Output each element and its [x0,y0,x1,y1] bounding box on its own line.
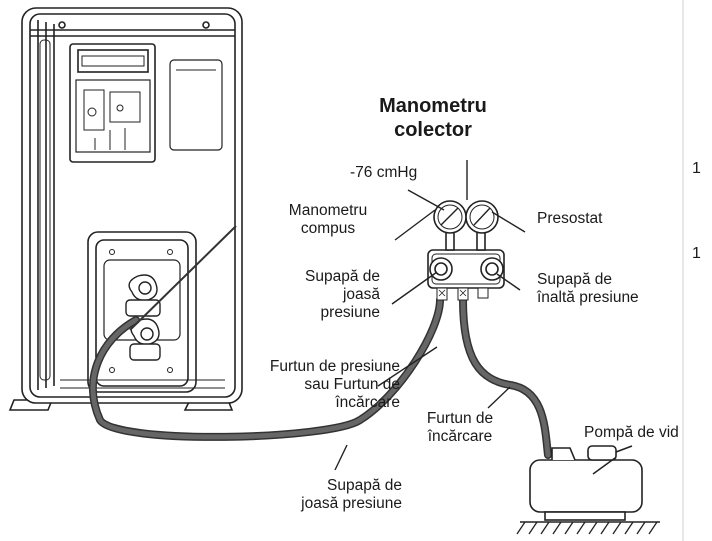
charge-hose-label: Furtun de încărcare [410,410,510,446]
pressure-hose-line2: sau Furtun de [304,376,400,393]
pressure-hose-line3: încărcare [335,394,400,411]
low-valve-manifold-line3: presiune [320,304,380,321]
side-marker-1: 1 [692,160,701,177]
low-valve-manifold-label: Supapă de joasă presiune [268,268,380,322]
high-valve-manifold-line2: înaltă presiune [537,289,639,306]
vacuum-pump [516,445,660,535]
manifold-gauge [427,200,505,301]
charge-hose [459,296,552,459]
leader-lines [334,160,616,475]
low-valve-unit-line1: Supapă de [327,477,402,494]
low-valve-unit-line2: joasă presiune [301,495,402,512]
low-valve-manifold-line2: joasă [342,286,380,303]
manifold-title-line1: Manometru [379,95,487,117]
pressure-hose [88,296,444,441]
high-valve-manifold-line1: Supapă de [537,271,612,288]
vacuum-pump-label: Pompă de vid [584,424,679,441]
compound-gauge-label: Manometru compus [272,202,384,238]
pressure-gauge-label: Presostat [537,210,603,227]
charge-hose-line2: încărcare [427,428,493,445]
low-valve-manifold-line1: Supapă de [305,268,380,285]
compound-gauge-line2: compus [300,220,356,237]
charge-hose-line1: Furtun de [426,410,494,427]
manifold-title-line2: colector [394,119,472,141]
manifold-title: Manometru colector [378,94,488,142]
outdoor-unit [8,7,243,411]
pressure-hose-label: Furtun de presiune sau Furtun de încărca… [228,358,400,412]
side-marker-2: 1 [692,245,701,262]
low-valve-unit-label: Supapă de joasă presiune [268,477,402,513]
probe-line [129,225,237,331]
vacuum-reading-label: -76 cmHg [350,164,418,181]
high-valve-manifold-label: Supapă de înaltă presiune [537,271,639,307]
compound-gauge-line1: Manometru [288,202,368,219]
pressure-hose-line1: Furtun de presiune [269,358,400,375]
